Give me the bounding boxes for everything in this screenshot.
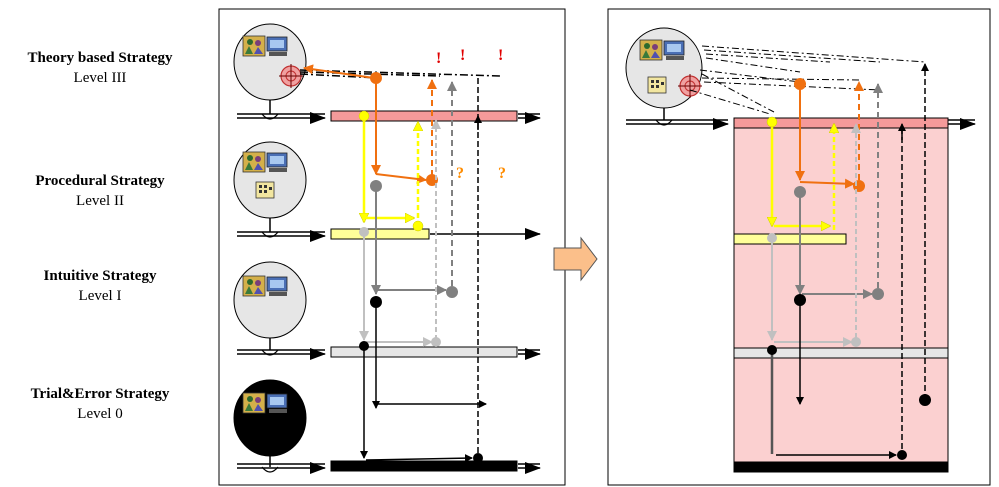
left-level-2-bar — [330, 228, 430, 240]
level-2-label: Procedural Strategy Level II — [0, 171, 200, 211]
question-mark-2: ? — [498, 165, 506, 182]
level-0-bubble — [233, 379, 307, 473]
exclamation-mark-3: ! — [498, 47, 503, 64]
left-black-node-mid — [370, 296, 382, 308]
level-2-bubble — [233, 141, 307, 238]
right-orange-node-mid — [853, 180, 865, 192]
left-orange-node-top — [370, 72, 382, 84]
left-orange-path — [303, 64, 437, 184]
level-0-label: Trial&Error Strategy Level 0 — [0, 384, 200, 424]
left-lightgray-path — [359, 119, 441, 347]
exclamation-mark-1: ! — [436, 50, 441, 67]
level-3-bubble — [233, 23, 307, 120]
level-1-sub: Level I — [78, 288, 122, 304]
left-black-node-low — [359, 341, 369, 351]
left-yellow-path — [364, 116, 418, 226]
level-2-title: Procedural Strategy — [35, 173, 165, 189]
left-lightgray-node-top — [359, 227, 369, 237]
left-yellow-node-bottom — [412, 220, 424, 232]
right-combined-bubble — [625, 27, 703, 126]
right-black-node-bottom — [897, 450, 907, 460]
level-3-title: Theory based Strategy — [27, 50, 173, 66]
level-2-sub: Level II — [76, 193, 124, 209]
right-black-node-low — [767, 345, 777, 355]
left-gray-node-mid — [446, 286, 458, 298]
right-black-node-mid — [794, 294, 806, 306]
left-level-1-bar — [330, 346, 518, 358]
right-level-3-bar — [733, 117, 949, 129]
level-3-label: Theory based Strategy Level III — [0, 48, 200, 88]
left-gray-node-top — [370, 180, 382, 192]
right-orange-node-top — [794, 78, 806, 90]
left-black-node-bottom — [473, 453, 483, 463]
right-fan-links — [689, 45, 926, 115]
right-black-node-isolated — [919, 394, 931, 406]
right-orange-path — [795, 81, 864, 189]
right-black-path — [770, 300, 897, 459]
level-3-sub: Level III — [73, 70, 127, 86]
transition-arrow — [553, 236, 598, 282]
right-yellow-node-top — [766, 116, 778, 128]
right-lightgray-node-bottom — [851, 337, 861, 347]
right-gray-path — [795, 83, 883, 299]
right-lightgray-path — [767, 123, 861, 347]
question-mark-1: ? — [456, 165, 464, 182]
left-black-path — [360, 302, 487, 463]
exclamation-mark-2: ! — [460, 47, 465, 64]
left-lightgray-node-bottom — [431, 337, 441, 347]
right-timelines — [626, 118, 976, 130]
level-1-title: Intuitive Strategy — [43, 268, 157, 284]
left-level-0-bar — [330, 460, 518, 472]
right-level-1-bar — [733, 347, 949, 359]
right-gray-node-top — [794, 186, 806, 198]
level-1-bubble — [233, 261, 307, 356]
right-level-2-bar — [733, 233, 847, 245]
level-1-label: Intuitive Strategy Level I — [0, 266, 200, 306]
level-0-title: Trial&Error Strategy — [30, 386, 170, 402]
right-yellow-path — [772, 122, 834, 230]
left-timelines — [237, 112, 541, 474]
right-black-dashed — [898, 63, 929, 458]
level-0-sub: Level 0 — [77, 406, 123, 422]
left-level-3-bar — [330, 110, 518, 122]
left-yellow-node-top — [358, 110, 370, 122]
right-gray-node-mid — [872, 288, 884, 300]
left-gray-path — [371, 81, 457, 295]
right-lightgray-node-top — [767, 233, 777, 243]
right-level-0-bar — [733, 461, 949, 473]
